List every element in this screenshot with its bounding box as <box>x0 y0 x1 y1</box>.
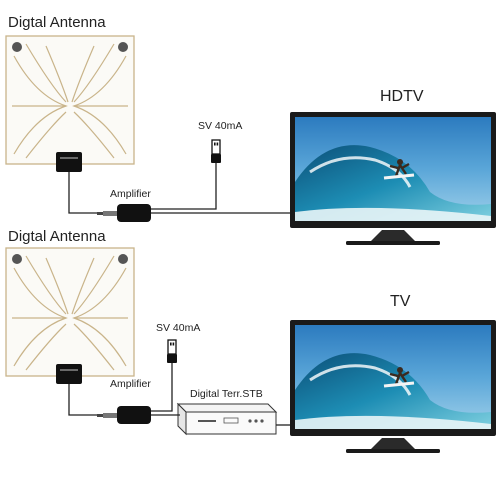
bottom-power-label: SV 40mA <box>156 322 201 334</box>
bottom-usb-plug-icon <box>166 339 178 364</box>
top-antenna-label: Digtal Antenna <box>8 14 106 31</box>
top-usb-plug-icon <box>210 139 222 164</box>
top-amplifier-label: Amplifier <box>110 188 151 200</box>
bottom-amplifier-label: Amplifier <box>110 378 151 390</box>
stb-label: Digital Terr.STB <box>190 388 263 400</box>
bottom-amplifier <box>97 406 151 424</box>
bottom-cables <box>68 363 290 426</box>
set-top-box <box>176 402 278 436</box>
top-antenna <box>5 35 135 173</box>
bottom-antenna-label: Digtal Antenna <box>8 228 106 245</box>
bottom-tv <box>288 318 498 455</box>
top-cables <box>68 163 290 214</box>
top-tv <box>288 110 498 247</box>
bottom-tv-label: TV <box>390 293 411 310</box>
top-amplifier <box>97 204 151 222</box>
top-power-label: SV 40mA <box>198 120 243 132</box>
bottom-antenna <box>5 247 135 385</box>
top-tv-label: HDTV <box>380 88 424 105</box>
